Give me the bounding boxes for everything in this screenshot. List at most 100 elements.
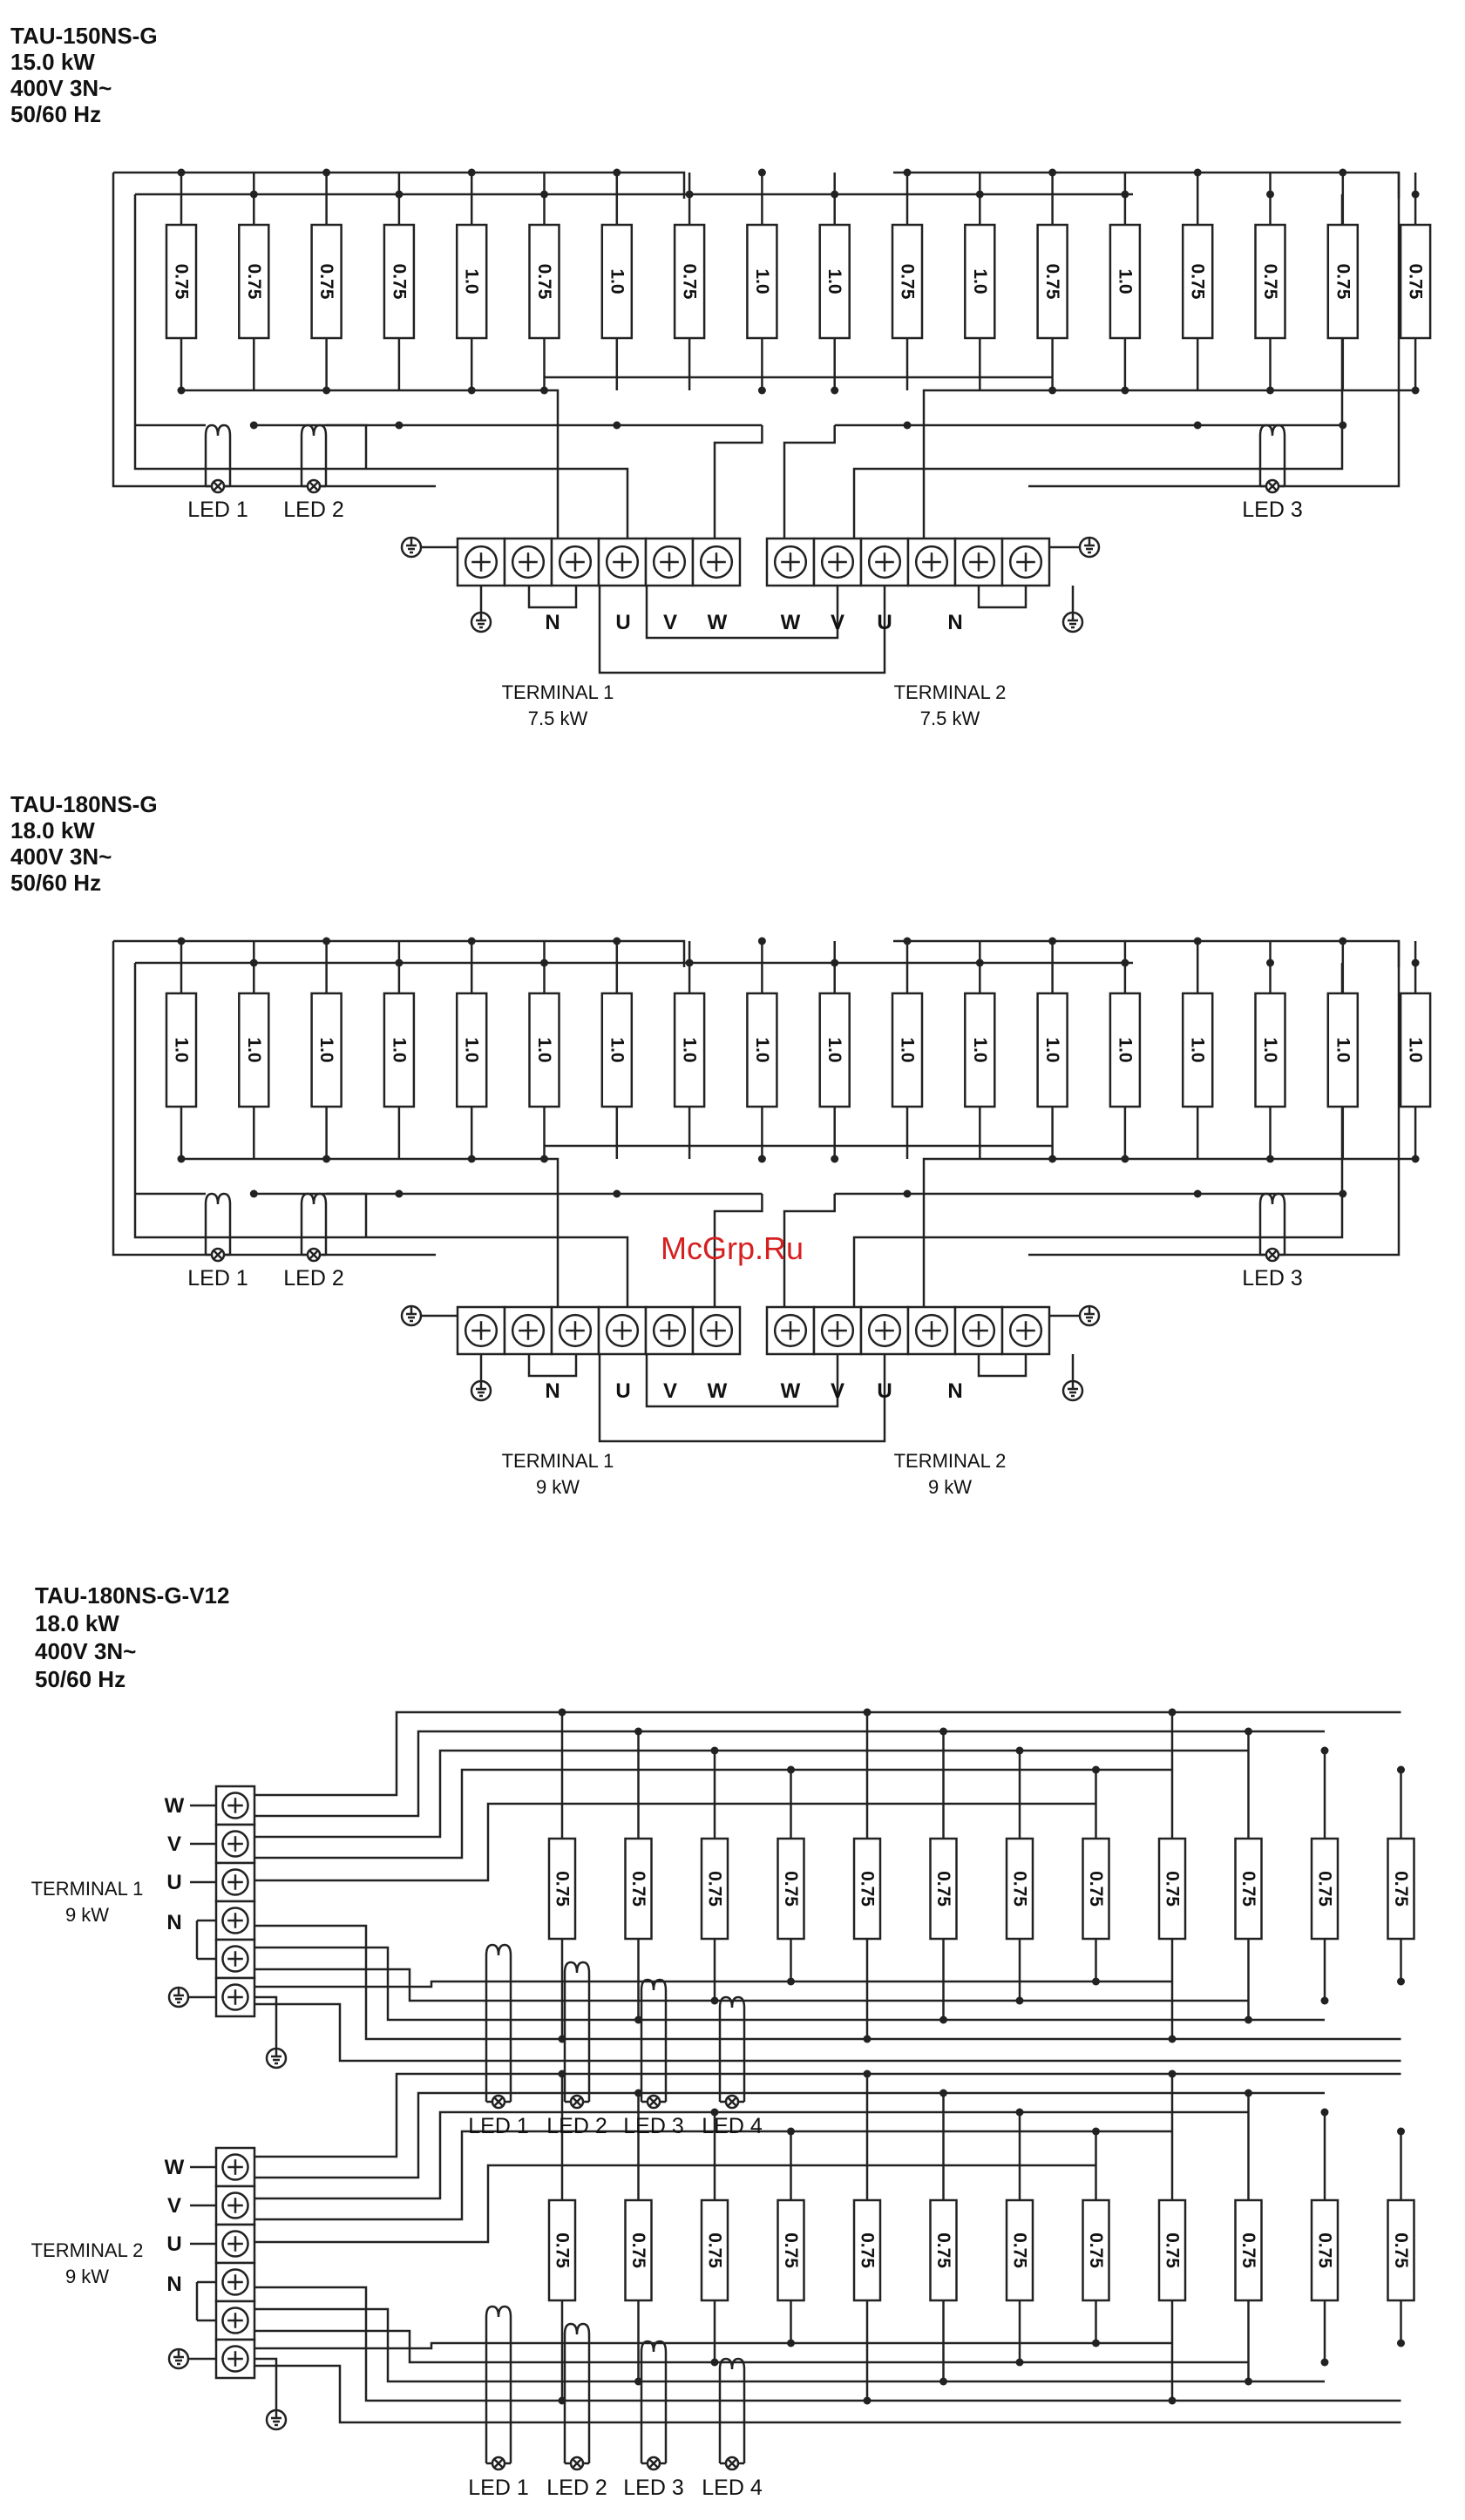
led-label: LED 2 <box>283 498 343 522</box>
junction-dot <box>1193 1189 1202 1198</box>
wire <box>1028 173 1401 488</box>
heating-element-rating: 0.75 <box>1010 2232 1030 2268</box>
heating-element-rating: 1.0 <box>1042 1037 1062 1062</box>
ground-icon <box>1078 1304 1101 1327</box>
junction-dot <box>395 1189 404 1198</box>
terminal-phase-label: V <box>167 1832 181 1856</box>
heating-element <box>1181 992 1214 1108</box>
junction-dot <box>540 959 548 967</box>
led-lamp-icon <box>648 2458 659 2469</box>
heating-element-rating: 1.0 <box>1115 1037 1135 1062</box>
led-lamp-icon <box>563 2322 591 2335</box>
junction-dot <box>613 421 621 430</box>
heating-element-rating: 0.75 <box>781 2232 801 2268</box>
led-label: LED 1 <box>468 2476 528 2500</box>
ground-icon <box>167 2347 190 2370</box>
terminal-name: TERMINAL 2 <box>894 1450 1007 1472</box>
junction-dot <box>613 937 621 945</box>
terminal-phase-label: V <box>663 1379 677 1403</box>
led-label: LED 1 <box>187 498 248 522</box>
terminal-phase-label: W <box>708 1379 728 1403</box>
led-label: LED 2 <box>546 2114 607 2138</box>
led-lamp-icon <box>640 2340 668 2471</box>
led-lamp-icon <box>640 1978 668 2110</box>
led-lamp-icon <box>563 1961 591 2110</box>
wire <box>1028 941 1401 1257</box>
heating-element <box>1310 2198 1340 2302</box>
led-lamp-icon <box>493 2097 504 2107</box>
junction-dot <box>1121 190 1129 199</box>
heating-element-rating: 0.75 <box>781 1871 801 1907</box>
led-lamp-icon <box>1258 1192 1286 1205</box>
junction-dot <box>322 386 331 395</box>
led-lamp-icon <box>485 1943 512 1956</box>
wire <box>254 2130 1172 2221</box>
ground-icon <box>400 536 423 559</box>
ground-icon <box>1078 536 1101 559</box>
terminal-phase-label: N <box>166 2273 181 2296</box>
heating-element-rating: 1.0 <box>534 1037 554 1062</box>
heating-element <box>624 1837 653 1941</box>
wire <box>254 2286 1401 2402</box>
frequency: 50/60 Hz <box>10 870 101 896</box>
heating-element-rating: 0.75 <box>1163 1871 1183 1907</box>
junction-dot <box>395 421 404 430</box>
wire <box>645 1354 839 1408</box>
heating-element <box>891 223 924 340</box>
wire <box>254 1802 1096 1882</box>
wire <box>181 939 686 967</box>
heating-element-rating: 1.0 <box>1115 268 1135 294</box>
wire <box>326 1192 368 1237</box>
terminal-power: 9 kW <box>65 2266 109 2287</box>
led-lamp-icon <box>1267 481 1278 491</box>
heating-element-rating: 1.0 <box>244 1037 264 1062</box>
wire <box>254 1730 1325 1818</box>
heating-element <box>1005 2198 1034 2302</box>
heating-element-rating: 0.75 <box>705 1871 725 1907</box>
led-lamp-icon <box>485 1943 512 2110</box>
junction-dot <box>249 190 258 199</box>
junction-dot <box>1320 1996 1329 2005</box>
heating-element-rating: 0.75 <box>1042 264 1062 300</box>
heating-element <box>165 992 198 1108</box>
led-lamp-icon <box>309 481 319 491</box>
junction-dot <box>1339 1189 1347 1198</box>
heating-element-rating: 0.75 <box>553 1871 573 1907</box>
wire <box>783 1194 836 1307</box>
wire <box>254 1924 1401 2041</box>
wire <box>133 194 629 539</box>
junction-dot <box>903 937 912 945</box>
terminal-phase-label: W <box>165 1794 185 1818</box>
heating-element <box>1387 1837 1415 1941</box>
heating-element-rating: 1.0 <box>1188 1037 1208 1062</box>
junction-dot <box>757 1155 766 1163</box>
heating-element <box>964 223 996 340</box>
led-lamp-icon <box>204 423 232 437</box>
wire <box>254 2364 1401 2424</box>
wire <box>471 1157 560 1307</box>
watermark: McGrp.Ru <box>661 1230 804 1266</box>
wire <box>254 2110 1249 2200</box>
led-lamp-icon <box>204 1192 232 1263</box>
wire <box>112 941 436 1257</box>
led-label: LED 3 <box>623 2476 683 2500</box>
heating-element <box>700 1837 729 1941</box>
heating-element <box>1387 2198 1415 2302</box>
heating-element-rating: 0.75 <box>1086 2232 1106 2268</box>
junction-dot <box>1193 937 1202 945</box>
heating-element <box>238 992 270 1108</box>
junction-dot <box>1397 1765 1405 1774</box>
junction-dot <box>903 1189 912 1198</box>
led-lamp-icon <box>727 2097 737 2107</box>
heating-element-rating: 0.75 <box>172 264 192 300</box>
junction-dot <box>1397 1977 1405 1986</box>
led-label: LED 4 <box>702 2476 763 2500</box>
wire <box>527 586 578 609</box>
led-lamp-icon <box>727 2458 737 2469</box>
heating-element-rating: 0.75 <box>858 1871 878 1907</box>
wire <box>133 963 629 1307</box>
heating-element <box>600 992 634 1108</box>
heating-element-rating: 1.0 <box>752 268 772 294</box>
wire <box>527 1354 578 1378</box>
junction-dot <box>831 386 839 395</box>
